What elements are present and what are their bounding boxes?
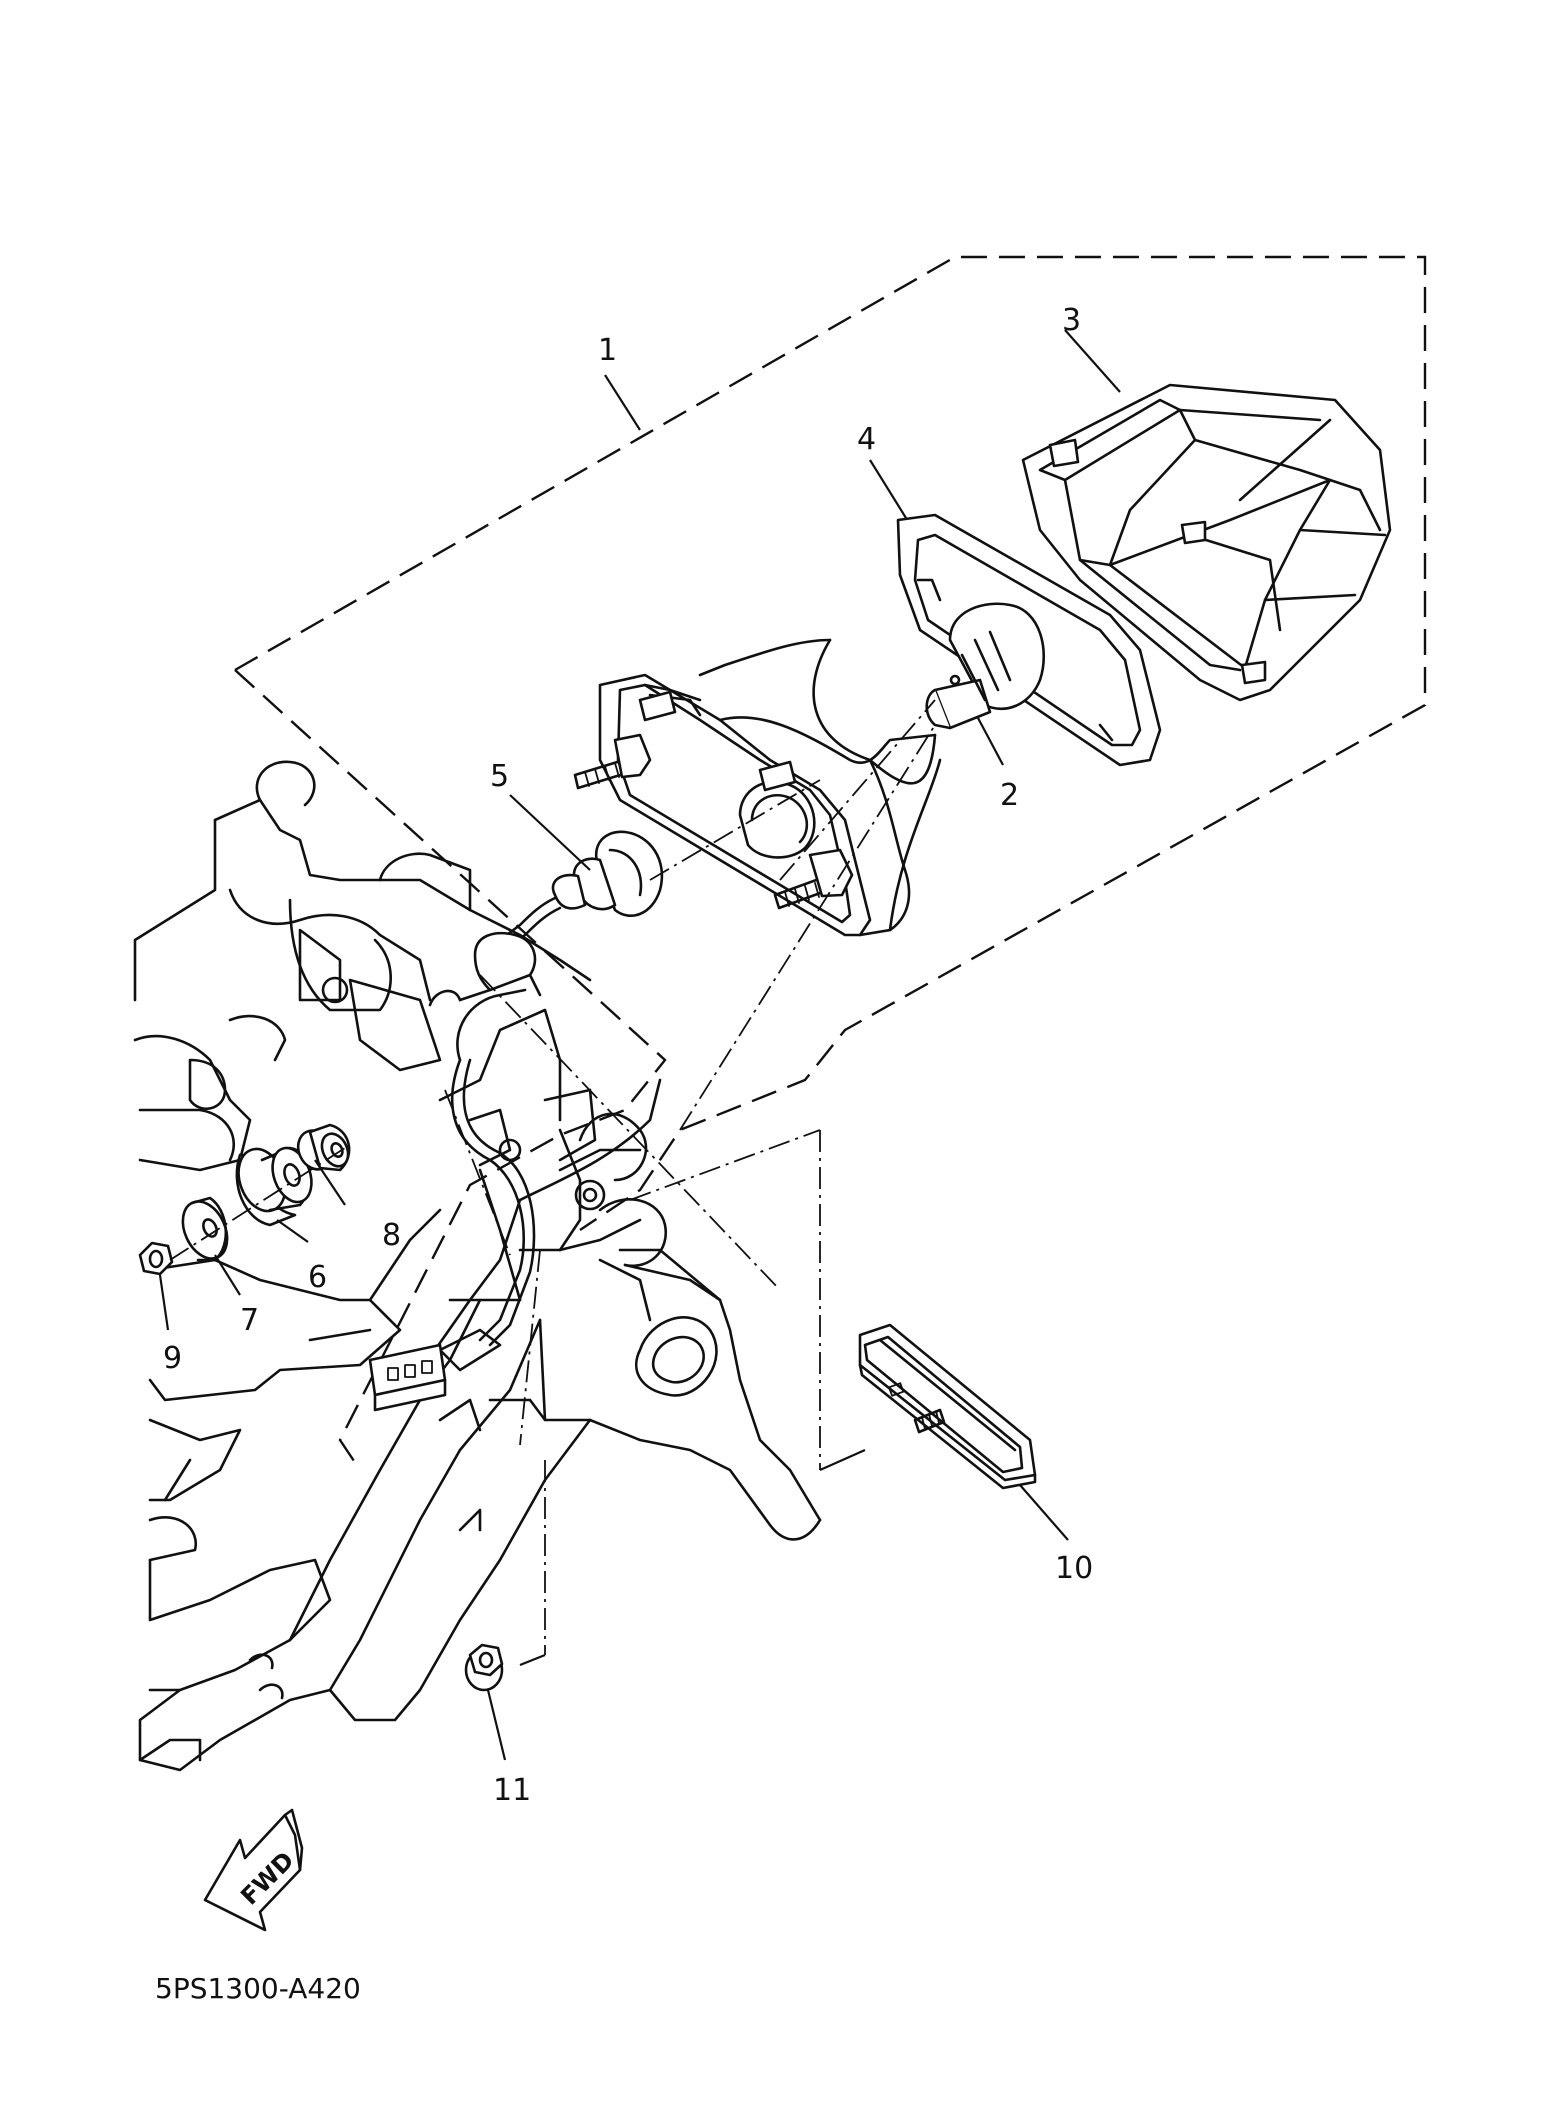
- callout-1: 1: [598, 333, 617, 368]
- fwd-direction-arrow: FWD: [203, 1808, 304, 1932]
- callout-10: 10: [1055, 1551, 1093, 1586]
- washer: [181, 1196, 229, 1262]
- callout-8: 8: [382, 1218, 401, 1253]
- leader-connectors: [519, 1448, 866, 1667]
- tail-lamp-lens: [1021, 383, 1392, 702]
- callout-7: 7: [240, 1303, 259, 1338]
- callout-5: 5: [490, 759, 509, 794]
- housing-stud-right: [773, 848, 854, 910]
- rubber-damper: [235, 1146, 313, 1227]
- socket-cord: [458, 830, 664, 1002]
- housing-stud-left: [573, 733, 652, 790]
- assembly-centerlines: [169, 699, 936, 1655]
- rear-frame: [133, 760, 822, 1772]
- license-plate-lamp: [858, 1323, 1037, 1490]
- callout-3: 3: [1062, 303, 1081, 338]
- bulb: [925, 602, 1046, 730]
- assembly-boundary: [234, 255, 1427, 1231]
- nut-9: [138, 1241, 174, 1276]
- callout-2: 2: [1000, 778, 1019, 813]
- drawing-code: 5PS1300-A420: [155, 1972, 361, 2005]
- lamp-housing: [598, 638, 942, 937]
- callout-9: 9: [163, 1341, 182, 1376]
- callout-11: 11: [493, 1773, 531, 1808]
- callout-4: 4: [857, 422, 876, 457]
- harness-connector: [368, 1343, 447, 1412]
- callout-leaders: [158, 329, 1121, 1761]
- flange-nut-11: [464, 1643, 504, 1692]
- assembly-boundary-lower: [234, 669, 667, 1471]
- callout-6: 6: [308, 1260, 327, 1295]
- wire-harness: [438, 988, 536, 1372]
